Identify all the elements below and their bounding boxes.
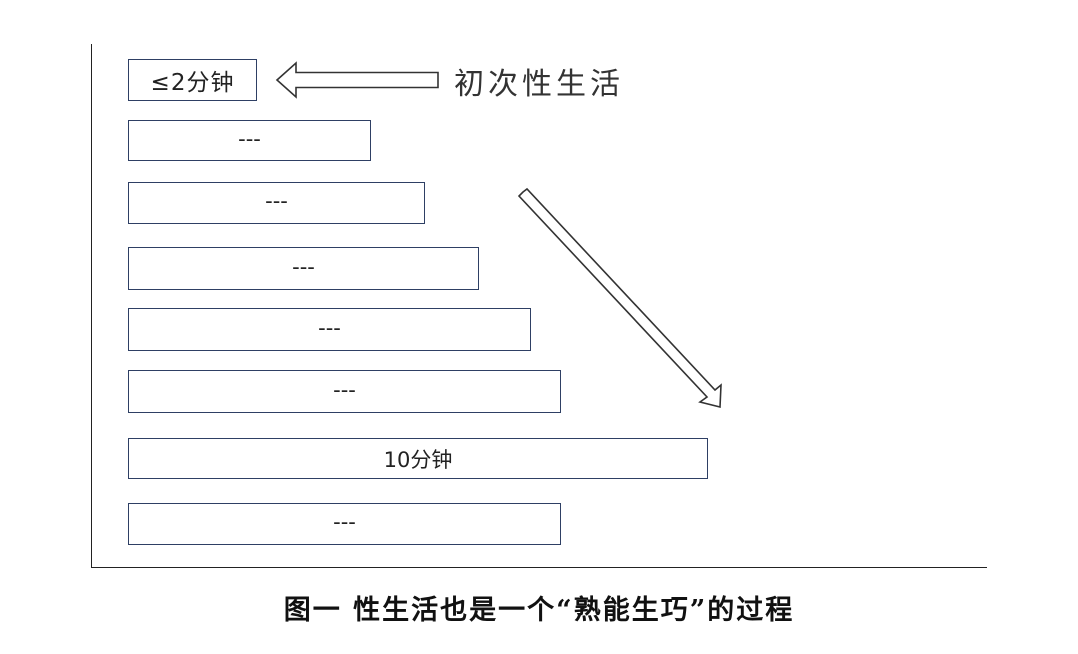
bar-label: --- [238,126,261,151]
bar-label: --- [318,315,341,340]
bar-ten-minutes: 10分钟 [128,438,708,479]
y-axis [91,44,92,568]
bar-label: ≤2分钟 [150,70,235,96]
bar-label: 10分钟 [383,447,453,472]
first-time-callout: 初次性生活 [454,67,624,102]
bar-first-time: ≤2分钟 [128,59,257,101]
bar-label: --- [265,189,288,213]
x-axis [91,567,987,568]
figure-caption: 图一 性生活也是一个“熟能生巧”的过程 [283,595,795,626]
bar: --- [128,247,479,290]
bar-label: --- [292,254,315,279]
bar: --- [128,120,371,161]
diagonal-arrow-icon [517,187,722,409]
bar: --- [128,308,531,351]
bar-label: --- [333,510,356,534]
bar-label: --- [333,377,356,402]
bar: --- [128,370,561,413]
left-arrow-icon [275,61,439,99]
bar: --- [128,182,425,224]
bar: --- [128,503,561,545]
